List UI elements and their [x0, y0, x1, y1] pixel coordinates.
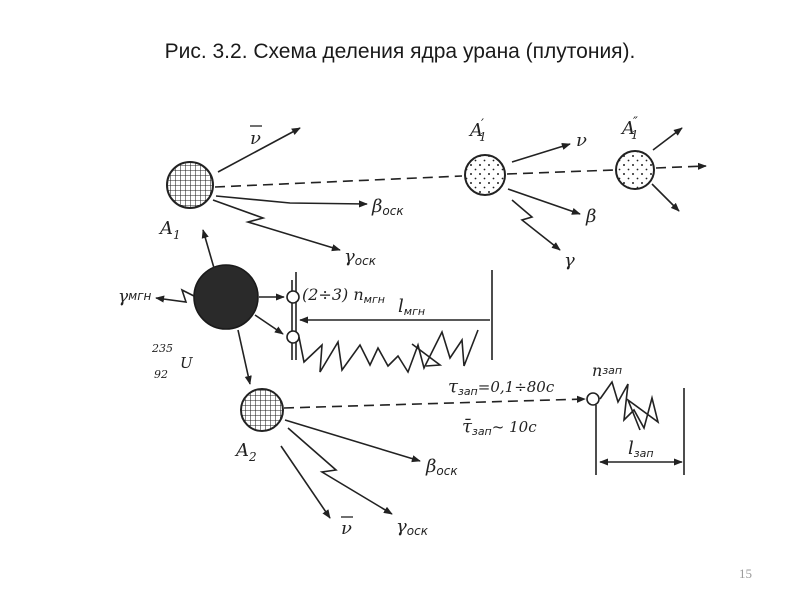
dashed-path-a1-prime-to-a1-double	[507, 170, 614, 174]
fragment-a2-nucleus	[241, 389, 283, 431]
arrow-a1-double-up	[653, 128, 682, 150]
label-l-zap: lзап	[628, 438, 654, 460]
prompt-neutron-1	[287, 291, 299, 303]
fragment-a1-nucleus	[167, 162, 213, 208]
label-a1: A1	[158, 218, 181, 242]
label-nu-bar-bottom: ν	[341, 518, 352, 539]
label-beta-osk-top: βоск	[371, 196, 404, 218]
arrow-a1-prime-gamma	[512, 200, 560, 250]
label-gamma-mgn: γмгн	[118, 287, 152, 307]
label-nu-top-right: ν	[576, 130, 587, 151]
arrow-u-to-a2	[238, 330, 250, 384]
arrow-a1-gamma-osk	[213, 200, 340, 250]
dashed-path-a1-to-a1-prime	[215, 176, 462, 187]
label-l-mgn: lмгн	[398, 296, 425, 318]
arrow-a1-prime-beta	[508, 189, 580, 214]
arrow-gamma-mgn	[156, 290, 194, 302]
label-n-zap: nзап	[592, 361, 622, 380]
arrow-u-to-a1	[203, 230, 214, 268]
neutron-zigzag-path	[299, 330, 478, 372]
arrow-a2-gamma-osk	[288, 428, 392, 514]
fragment-a1-prime-nucleus	[465, 155, 505, 195]
label-gamma-osk-top: γоск	[344, 246, 377, 268]
dashed-path-a2-to-delayed-neutron	[284, 399, 585, 408]
label-beta-osk-bottom: βоск	[425, 456, 458, 478]
arrow-u-to-neutron2	[255, 315, 283, 334]
prompt-neutron-2	[287, 331, 299, 343]
uranium-nucleus	[194, 265, 258, 329]
label-u-symbol: U	[180, 354, 194, 372]
label-u-charge-number: 92	[154, 368, 168, 381]
arrow-a2-beta-osk	[285, 420, 420, 461]
arrow-a1-prime-nu	[512, 144, 570, 162]
delayed-neutron-zigzag	[600, 382, 658, 430]
dashed-path-a1-double-right	[656, 166, 706, 168]
label-a1-double-prime: A″1	[620, 115, 639, 142]
delayed-neutron	[587, 393, 599, 405]
fragment-a1-double-prime-nucleus	[616, 151, 654, 189]
label-tau-zap: τзап=0,1÷80c	[448, 376, 555, 398]
arrow-a1-beta-osk	[216, 196, 367, 204]
label-gamma-osk-bottom: γоск	[396, 516, 429, 538]
label-u-mass-number: 235	[151, 342, 173, 355]
label-gamma-right: γ	[564, 250, 575, 271]
label-beta-right: β	[585, 206, 596, 227]
label-nu-bar-top: ν	[250, 128, 261, 149]
arrow-a2-nu-bar	[281, 446, 330, 518]
label-tau-zap-avg: τ̄зап~ 10c	[462, 416, 537, 438]
label-a2: A2	[234, 440, 257, 464]
label-a1-prime: A′1	[468, 117, 487, 144]
label-prompt-neutrons: (2÷3) nмгн	[302, 285, 385, 306]
arrow-a1-double-down	[652, 184, 679, 211]
